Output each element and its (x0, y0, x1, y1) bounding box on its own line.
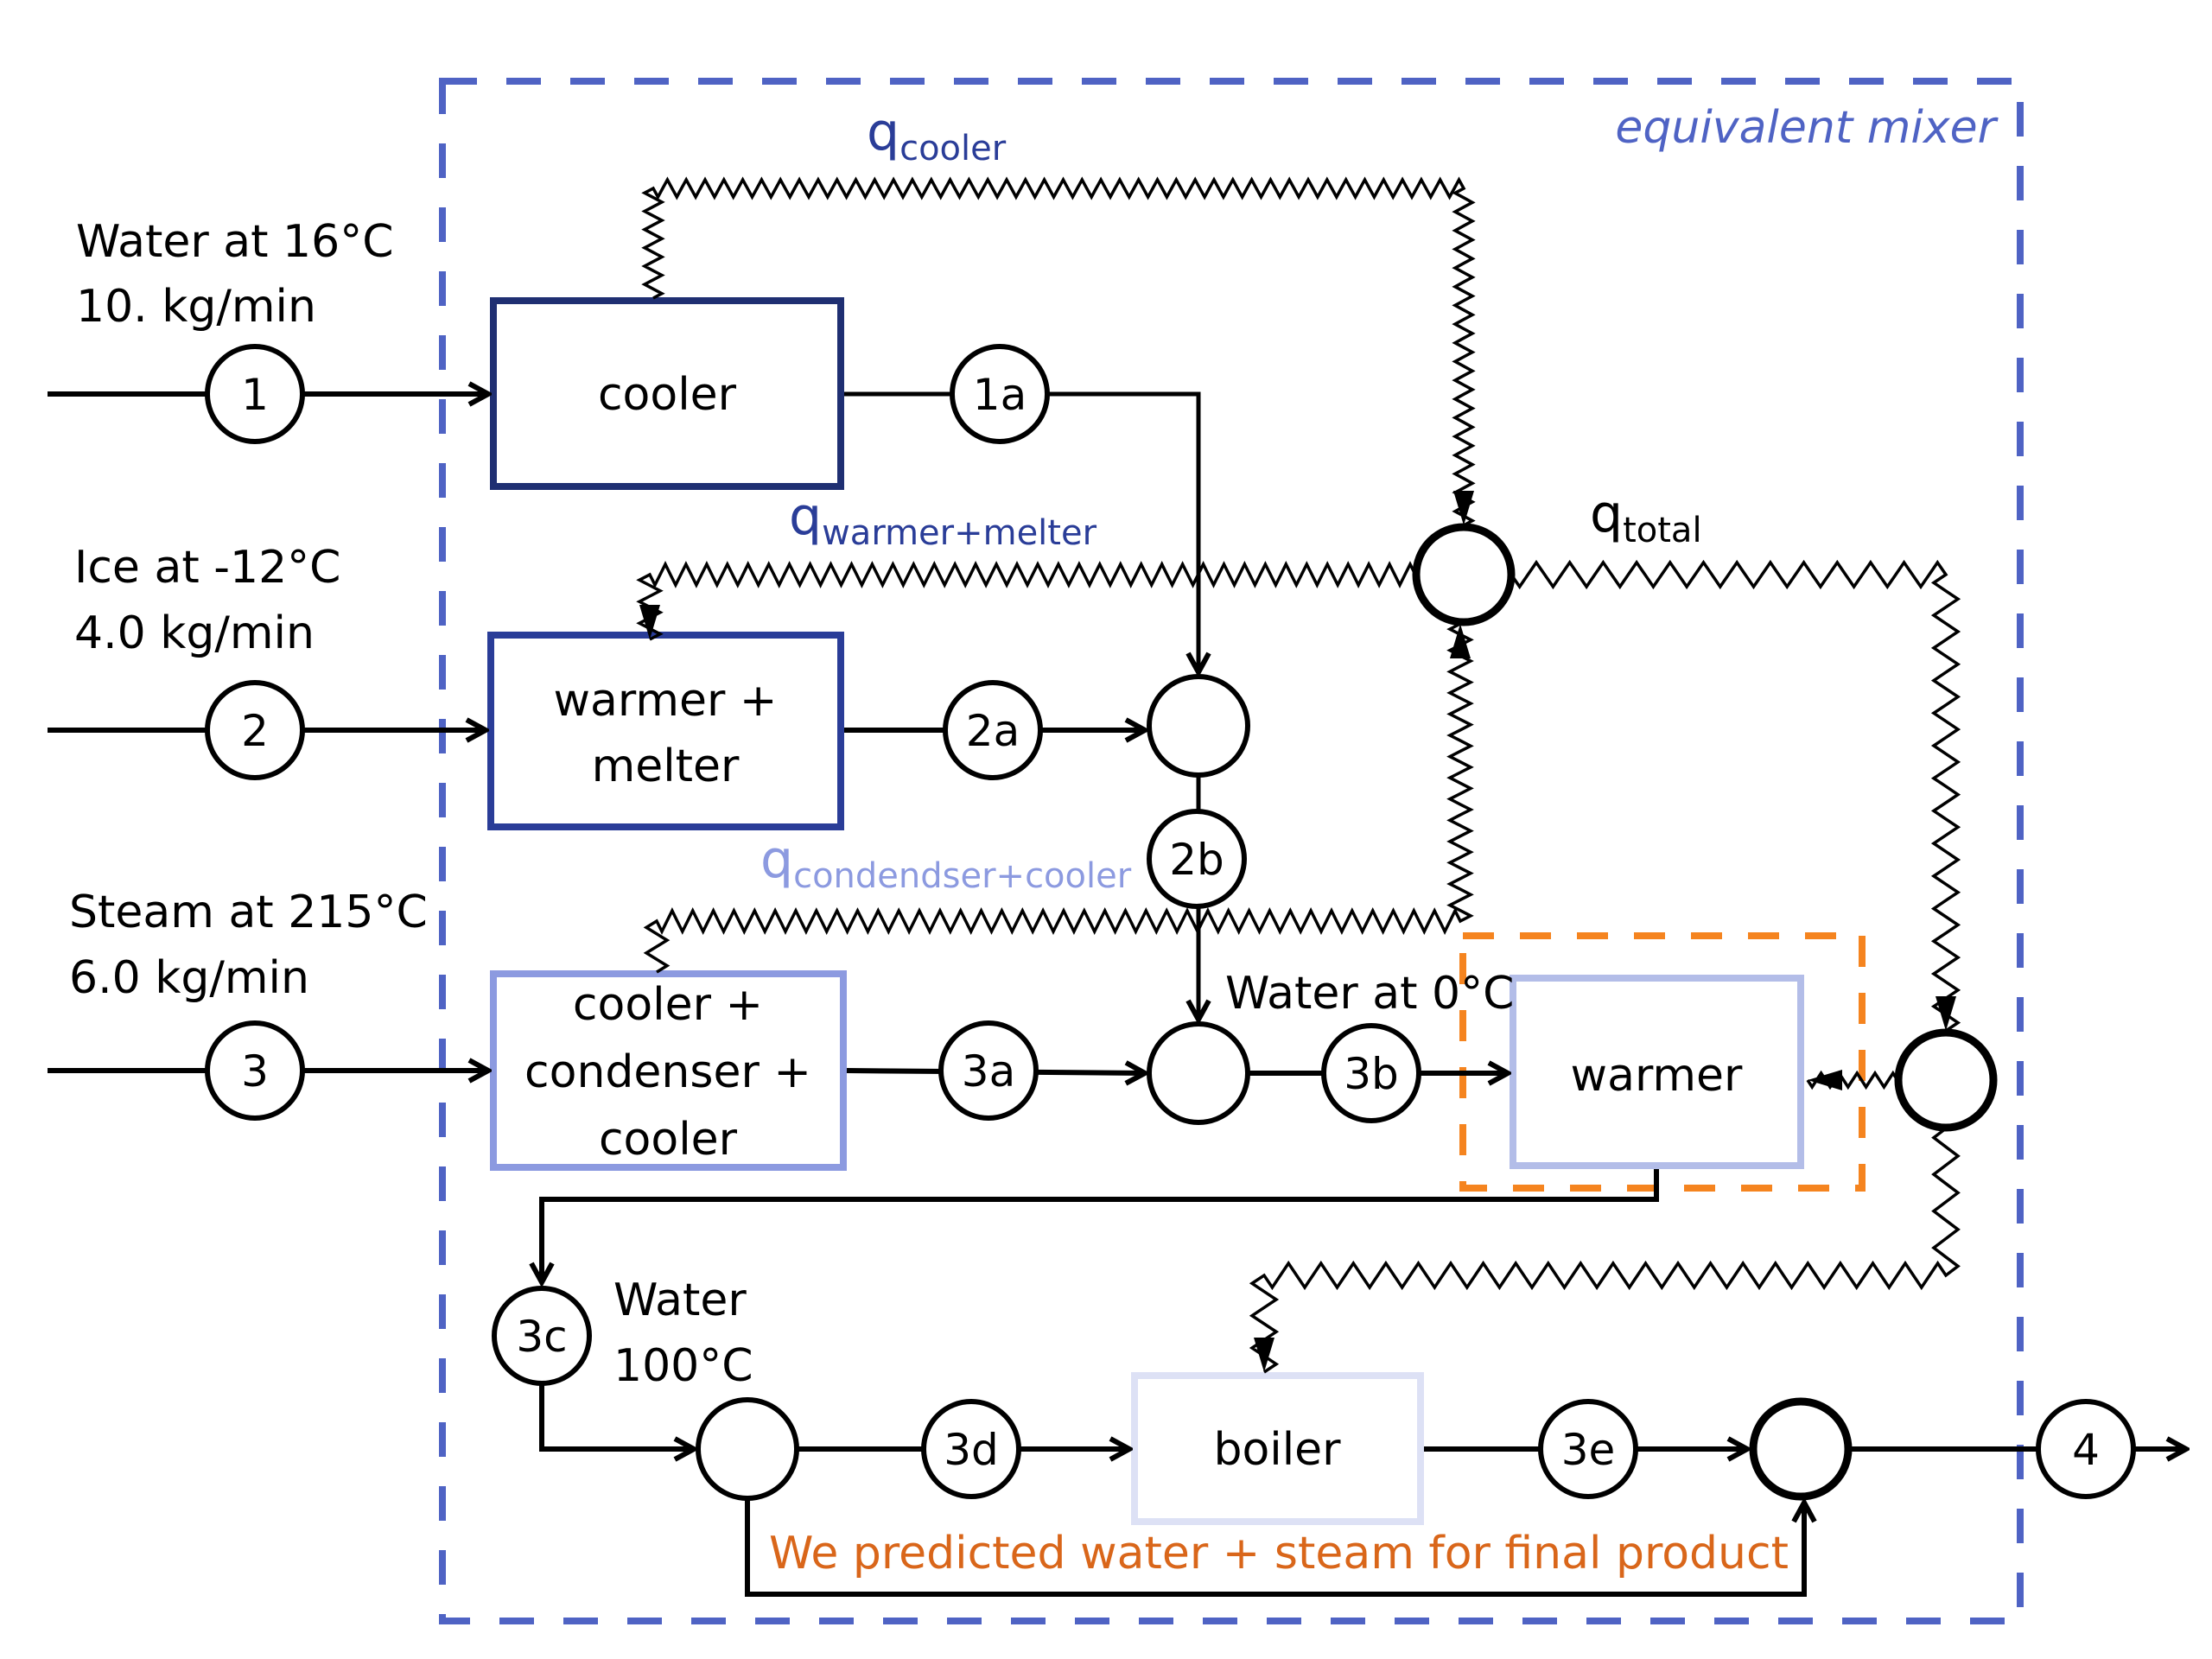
stream-3c[interactable]: 3c (492, 1286, 592, 1386)
stream-3[interactable]: 3 (205, 1020, 305, 1121)
warmer-melter-label-1: warmer + (554, 675, 778, 727)
q-warmer-melter-flow (636, 561, 1417, 641)
prediction-note: We predicted water + steam for final pro… (769, 1528, 1789, 1580)
stream-3e[interactable]: 3e (1538, 1399, 1638, 1499)
q-warmer-flow (1806, 1070, 1899, 1090)
cooler-unit-label: cooler (598, 369, 737, 421)
mixer-2b-3a[interactable] (1147, 1021, 1250, 1125)
stream-2b[interactable]: 2b (1147, 809, 1247, 909)
mixer-final[interactable] (1749, 1397, 1853, 1501)
q-total-label: qtotal (1590, 484, 1702, 550)
q-cooler-flow (641, 176, 1476, 527)
heat-hub-total[interactable] (1412, 523, 1516, 626)
stream-3b-label: 3b (1344, 1049, 1399, 1099)
warmer-highlight-boundary (1459, 932, 1866, 1192)
q-total-flow (1510, 559, 1961, 1033)
water-0c-label: Water at 0°C (1225, 968, 1514, 1020)
water-100c-label-2: 100°C (613, 1340, 753, 1392)
warmer-melter-unit[interactable]: warmer + melter (487, 632, 844, 830)
cooler-condenser-label-3: cooler (599, 1114, 738, 1166)
q-warmer-melter-label: qwarmer+melter (789, 486, 1097, 553)
q-boiler-flow-arrowhead (1254, 1338, 1274, 1372)
q-cooler-flow-arrowhead (1453, 491, 1474, 525)
heat-hub-split[interactable] (1894, 1028, 1998, 1132)
input-3-label-1: Steam at 215°C (69, 887, 428, 938)
q-condenser-cooler-label: qcondendser+cooler (760, 830, 1132, 896)
stream-3a-label: 3a (962, 1046, 1015, 1096)
stream-4-label: 4 (2072, 1425, 2100, 1475)
water-100c-label-1: Water (613, 1274, 747, 1326)
q-warmer-flow-arrowhead (1808, 1070, 1842, 1090)
equivalent-mixer-label: equivalent mixer (1615, 102, 1999, 154)
cooler-condenser-label-1: cooler + (573, 979, 763, 1031)
warmer-unit-label: warmer (1571, 1050, 1744, 1102)
q-warmer-melter-flow-arrowhead (639, 605, 660, 639)
stream-3c-label: 3c (516, 1312, 567, 1362)
q-total-flow-arrowhead (1936, 996, 1956, 1031)
input-1-label-2: 10. kg/min (76, 281, 316, 333)
input-3-label-2: 6.0 kg/min (69, 952, 309, 1004)
stream-2a[interactable]: 2a (943, 680, 1043, 780)
q-condenser-cooler-flow-arrowhead (1450, 624, 1471, 658)
stream-2b-label: 2b (1169, 835, 1224, 885)
cooler-unit[interactable]: cooler (490, 297, 844, 490)
cooler-condenser-label-2: condenser + (524, 1046, 811, 1098)
q-boiler-flow (1249, 1127, 1961, 1374)
stream-3d-label: 3d (944, 1425, 999, 1475)
stream-1-label: 1 (241, 370, 269, 420)
boiler-unit[interactable]: boiler (1131, 1372, 1424, 1525)
flow-bypass (745, 1497, 1804, 1597)
stream-2a-label: 2a (966, 706, 1020, 756)
stream-1[interactable]: 1 (205, 344, 305, 444)
input-1-label-1: Water at 16°C (76, 216, 394, 268)
flow-3c (539, 1384, 694, 1449)
cooler-condenser-unit[interactable]: cooler + condenser + cooler (490, 970, 847, 1171)
q-condenser-cooler-flow (643, 622, 1474, 974)
equivalent-mixer-boundary (439, 78, 2024, 1624)
stream-3b[interactable]: 3b (1321, 1023, 1421, 1123)
flow-warmer-out (542, 1169, 1659, 1282)
stream-3a[interactable]: 3a (938, 1020, 1039, 1121)
mixer-3c-split[interactable] (696, 1397, 799, 1501)
input-2-label-2: 4.0 kg/min (74, 607, 315, 659)
stream-2[interactable]: 2 (205, 680, 305, 780)
stream-3e-label: 3e (1561, 1425, 1616, 1475)
stream-4[interactable]: 4 (2036, 1399, 2136, 1499)
stream-2-label: 2 (241, 706, 269, 756)
input-2-label-1: Ice at -12°C (74, 542, 340, 594)
stream-1a[interactable]: 1a (950, 344, 1050, 444)
stream-1a-label: 1a (973, 370, 1027, 420)
stream-3-label: 3 (241, 1046, 269, 1096)
heat-flows (636, 176, 1961, 1374)
mixer-1a-2a[interactable] (1147, 674, 1250, 778)
boiler-unit-label: boiler (1213, 1424, 1341, 1476)
warmer-unit[interactable]: warmer (1510, 975, 1804, 1169)
warmer-melter-label-2: melter (592, 741, 740, 792)
q-cooler-label: qcooler (867, 102, 1007, 168)
stream-3d[interactable]: 3d (921, 1399, 1021, 1499)
